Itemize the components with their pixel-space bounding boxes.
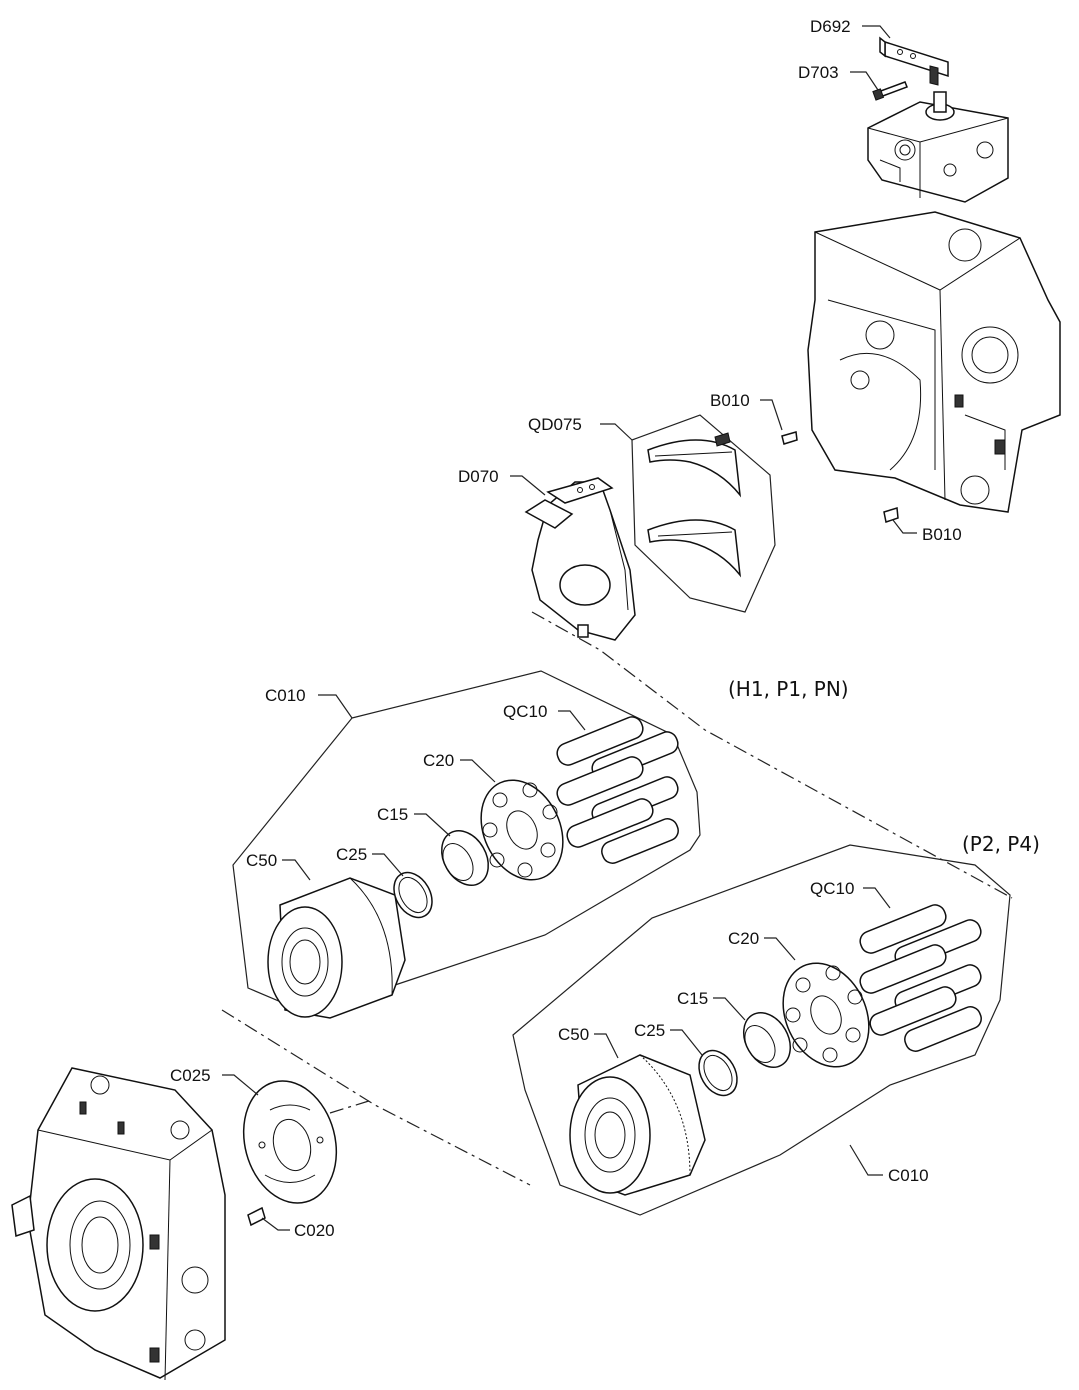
label-c25-a: C25 (336, 845, 367, 864)
label-c020: C020 (294, 1221, 335, 1240)
label-c25-b: C25 (634, 1021, 665, 1040)
part-b010-pin-top (781, 431, 798, 445)
assembly-axis-lines (221, 611, 1013, 1186)
label-d070: D070 (458, 467, 499, 486)
part-d703-screw (872, 81, 908, 101)
part-control-module (867, 91, 1009, 203)
part-c15-bearing-b (742, 1012, 792, 1068)
label-d692: D692 (810, 17, 851, 36)
label-c50-a: C50 (246, 851, 277, 870)
label-c50-b: C50 (558, 1025, 589, 1044)
part-labels: D692 D703 B010 B010 QD075 D070 (H1, P1, … (170, 17, 1040, 1240)
label-group-h1: (H1, P1, PN) (728, 677, 849, 701)
part-b010-pin-bottom (883, 507, 899, 523)
label-group-p2: (P2, P4) (962, 832, 1040, 856)
label-qc10-a: QC10 (503, 702, 547, 721)
part-end-cap (11, 1067, 226, 1381)
part-c020-pin (247, 1206, 266, 1227)
label-b010-bottom: B010 (922, 525, 962, 544)
label-qd075: QD075 (528, 415, 582, 434)
label-c010-a: C010 (265, 686, 306, 705)
part-d070-swashplate (524, 477, 636, 641)
label-b010-top: B010 (710, 391, 750, 410)
part-c25-ring-b (698, 1049, 738, 1097)
label-c15-a: C15 (377, 805, 408, 824)
part-qd075-bearings (631, 414, 776, 613)
part-c20-retainer-a (480, 779, 564, 881)
label-c20-b: C20 (728, 929, 759, 948)
label-c010-b: C010 (888, 1166, 929, 1185)
kit-outline-h1 (232, 670, 701, 1011)
part-d692-lever (879, 36, 949, 86)
part-c025-valve-plate (242, 1080, 338, 1204)
part-main-housing (807, 211, 1061, 513)
part-c20-retainer-b (782, 962, 870, 1068)
part-c15-bearing-a (440, 830, 490, 886)
label-d703: D703 (798, 63, 839, 82)
part-qc10-pistons-b (859, 904, 982, 1052)
label-qc10-b: QC10 (810, 879, 854, 898)
part-c50-cylinder-block-a (267, 877, 406, 1019)
part-c50-cylinder-block-b (569, 1054, 706, 1196)
label-c20-a: C20 (423, 751, 454, 770)
kit-outline-p2 (512, 844, 1011, 1216)
part-qc10-pistons-a (556, 716, 679, 864)
leader-lines (222, 25, 917, 1231)
label-c025: C025 (170, 1066, 211, 1085)
label-c15-b: C15 (677, 989, 708, 1008)
